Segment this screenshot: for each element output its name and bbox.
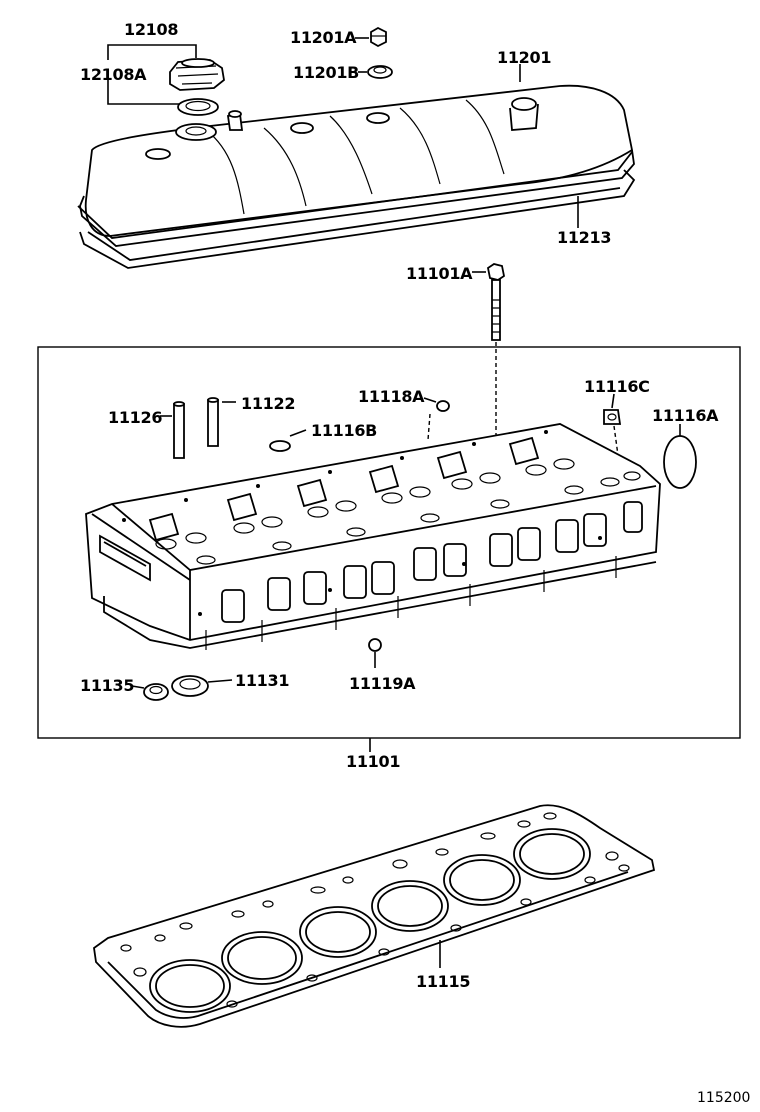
straight-pin-11126 — [173, 401, 185, 459]
oil-filler-cap-gasket — [177, 98, 219, 116]
oil-seal-11131 — [171, 675, 209, 697]
plug-11116c — [603, 409, 622, 425]
label-11122: 11122 — [241, 394, 295, 413]
cylinder-head-assembly-frame — [37, 346, 741, 739]
plug-11119a — [368, 638, 382, 652]
cylinder-head-gasket — [93, 804, 656, 1028]
label-12108a: 12108A — [80, 65, 147, 84]
plug-11116b — [269, 440, 291, 452]
cylinder-head-cover-grommet-b — [367, 65, 393, 79]
label-11201: 11201 — [497, 48, 551, 67]
cylinder-head-cover-nut-a — [370, 26, 387, 48]
label-11115: 11115 — [416, 972, 470, 991]
label-11116a: 11116A — [652, 406, 719, 425]
label-11118a: 11118A — [358, 387, 425, 406]
plug-11118a — [436, 400, 450, 412]
valve-stem-oil-seal-11135 — [143, 683, 169, 701]
cylinder-head-cover-gasket — [79, 169, 636, 269]
label-11101a: 11101A — [406, 264, 473, 283]
oil-filler-cap — [169, 58, 225, 91]
footer-code: 115200 — [697, 1090, 750, 1106]
straight-pin-11122 — [207, 397, 219, 447]
plug-11116a — [663, 435, 697, 489]
label-11201a: 11201A — [290, 28, 357, 47]
cylinder-head-bolt — [486, 263, 506, 341]
label-11116b: 11116B — [311, 421, 377, 440]
label-11119a: 11119A — [349, 674, 416, 693]
cylinder-head — [85, 423, 661, 650]
label-11101: 11101 — [346, 752, 400, 771]
label-11213: 11213 — [557, 228, 611, 247]
label-11116c: 11116C — [584, 377, 650, 396]
label-11126: 11126 — [108, 408, 162, 427]
label-12108: 12108 — [124, 20, 178, 39]
label-11131: 11131 — [235, 671, 289, 690]
label-11201b: 11201B — [293, 63, 359, 82]
label-11135: 11135 — [80, 676, 134, 695]
cylinder-head-cover — [77, 84, 635, 247]
